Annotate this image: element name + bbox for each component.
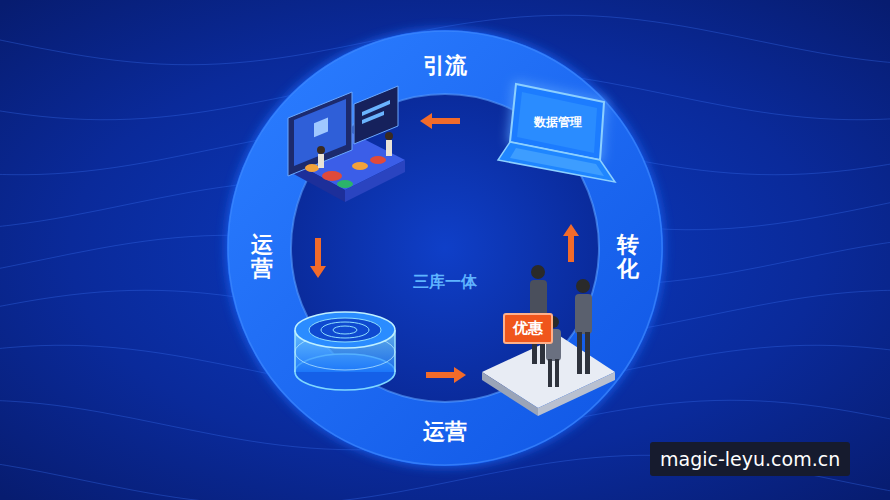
laptop-screen: 数据管理 [530, 111, 586, 134]
laptop-illustration [498, 84, 615, 182]
flow-arrows [310, 113, 579, 383]
node-text: 数据管理 [534, 114, 582, 131]
coupon-ticket: 优惠 [503, 313, 553, 344]
stage-label: 运营 [423, 417, 467, 447]
workstation-illustration [288, 86, 405, 202]
center-label: 三库一体 [413, 272, 477, 293]
stage-label: 引流 [423, 51, 467, 81]
people-illustration [482, 265, 615, 416]
database-illustration [295, 312, 395, 390]
stage-label: 运营 [251, 233, 273, 281]
node-text: 优惠 [513, 319, 543, 338]
watermark: magic-leyu.com.cn [650, 442, 850, 476]
stage-label: 转化 [617, 233, 639, 281]
